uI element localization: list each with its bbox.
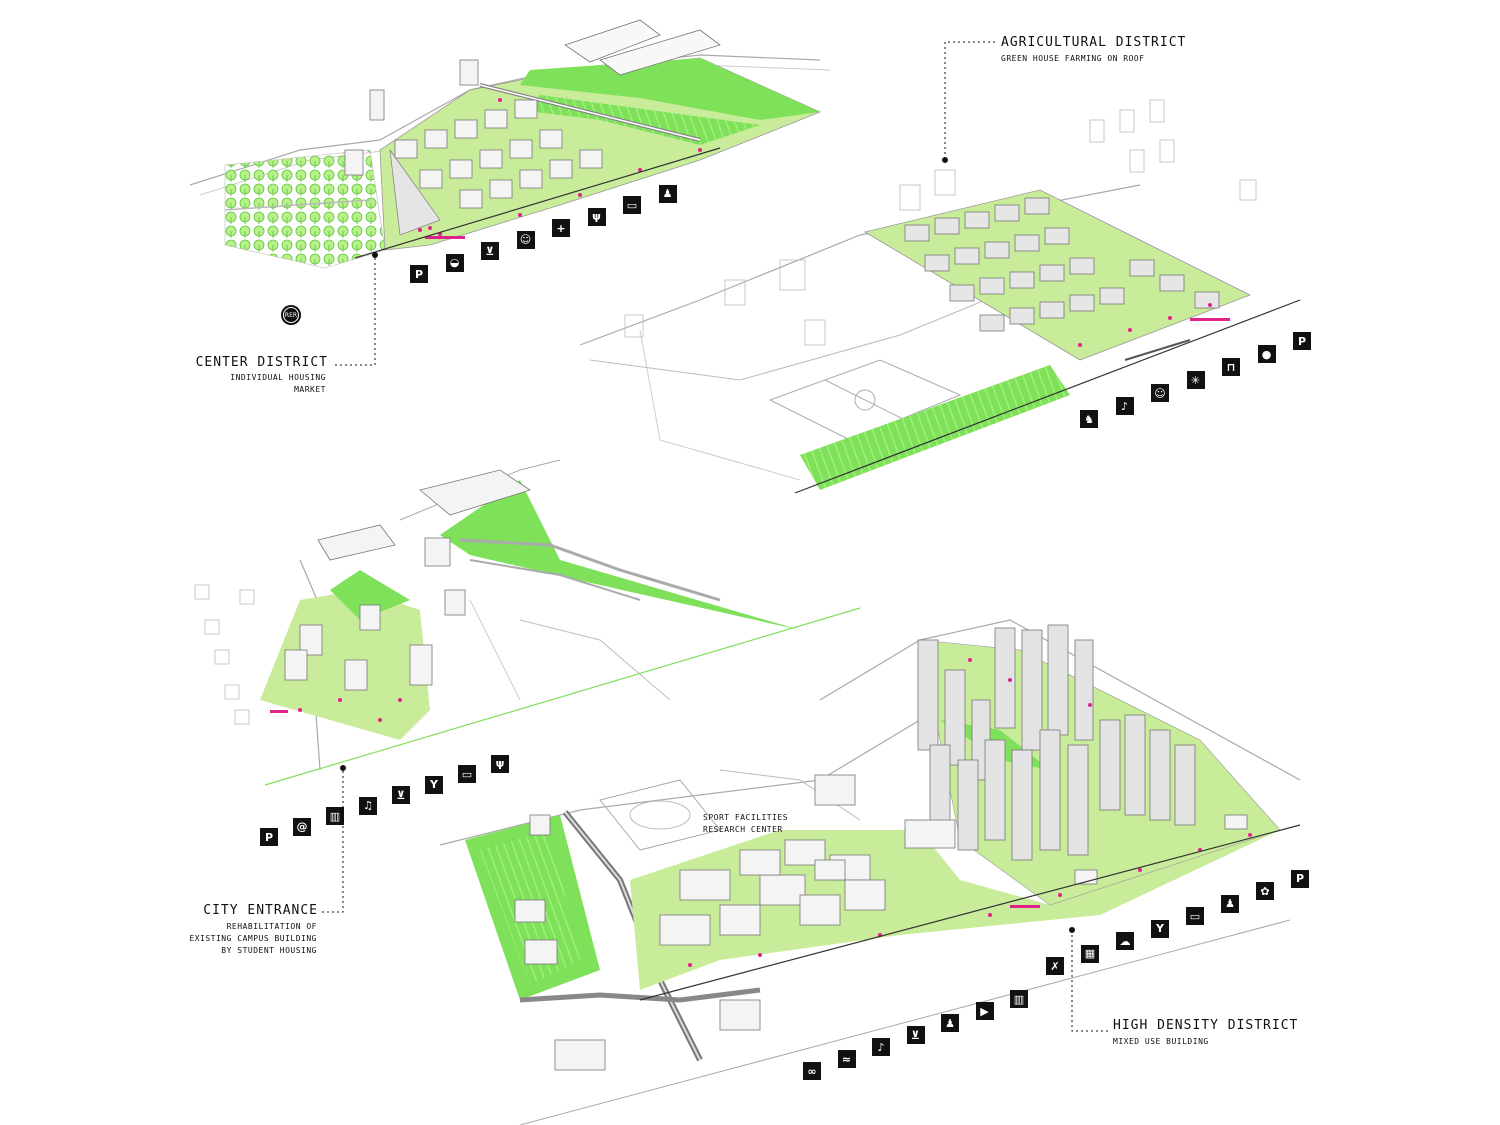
center-housing-blocks [344, 59, 603, 209]
entrance-green-valley [440, 480, 800, 630]
rail-green-strip [520, 58, 820, 120]
city-entrance-block [194, 459, 861, 786]
center-district-block [189, 19, 831, 269]
high-density-park-area [630, 830, 1280, 990]
city-entrance-subtitle-2: EXISTING CAMPUS BUILDING [189, 934, 317, 943]
center-district-subtitle-1: INDIVIDUAL HOUSING [230, 373, 326, 382]
sport-facilities-label: SPORT FACILITIES [703, 813, 789, 822]
high-density-district-title: HIGH DENSITY DISTRICT [1113, 1018, 1299, 1033]
leader-dots [340, 157, 1075, 933]
campus-buildings [284, 469, 531, 691]
rer-station-icon: RER [281, 305, 301, 325]
agricultural-district-title: AGRICULTURAL DISTRICT [1001, 35, 1187, 50]
research-center-label: RESEARCH CENTER [703, 825, 783, 834]
city-entrance-subtitle-3: BY STUDENT HOUSING [221, 946, 317, 955]
high-density-district-subtitle: MIXED USE BUILDING [1113, 1037, 1209, 1046]
center-district-subtitle-2: MARKET [294, 385, 326, 394]
city-entrance-subtitle-1: REHABILITATION OF [226, 922, 317, 931]
greenhouse-blocks [904, 197, 1220, 332]
high-density-district-block [439, 619, 1301, 1125]
top-slab-buildings [564, 19, 721, 76]
city-entrance-title: CITY ENTRANCE [203, 903, 318, 918]
high-density-towers [917, 624, 1196, 861]
sport-track [599, 779, 721, 851]
research-center-blocks [659, 839, 886, 946]
agricultural-district-block [579, 99, 1301, 494]
agricultural-district-subtitle: GREEN HOUSE FARMING ON ROOF [1001, 54, 1145, 63]
football-field [768, 359, 962, 441]
agricultural-green-strip [800, 365, 1070, 490]
center-district-title: CENTER DISTRICT [195, 355, 328, 370]
